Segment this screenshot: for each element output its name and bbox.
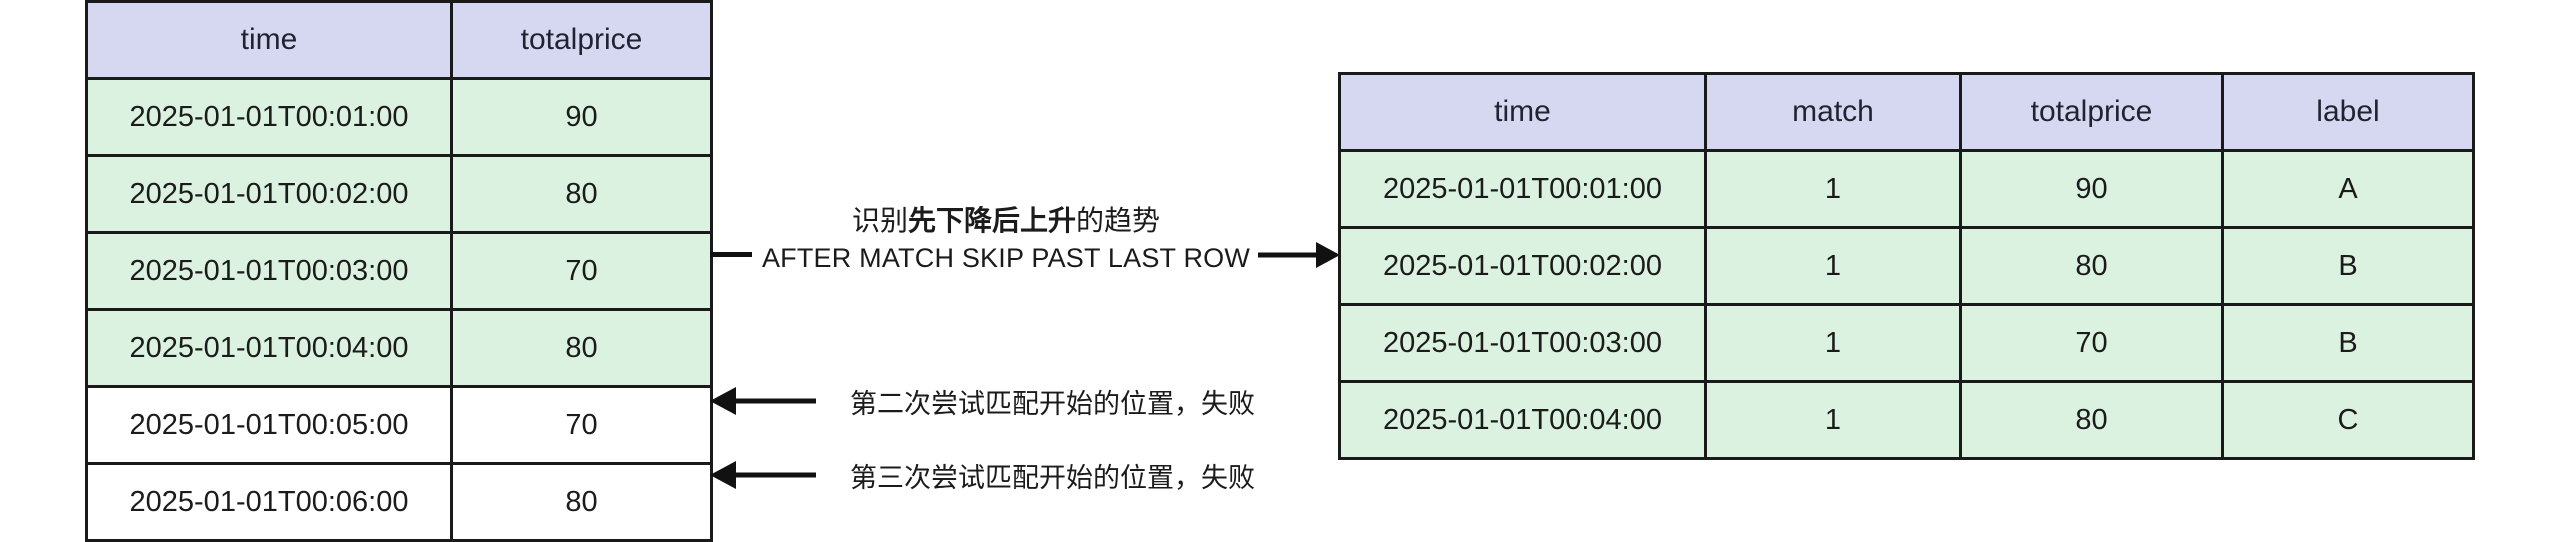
connector-stub bbox=[710, 252, 752, 257]
table-row: 2025-01-01T00:03:00 1 70 B bbox=[1338, 303, 2475, 383]
cell-totalprice: 80 bbox=[1959, 380, 2224, 460]
cell-time: 2025-01-01T00:05:00 bbox=[85, 385, 453, 465]
cell-time: 2025-01-01T00:01:00 bbox=[85, 77, 453, 157]
failed-attempt-note-2: 第二次尝试匹配开始的位置，失败 bbox=[710, 378, 1255, 424]
cell-label: B bbox=[2221, 303, 2475, 383]
column-header-time: time bbox=[85, 0, 453, 80]
table-header-row: time totalprice bbox=[85, 0, 713, 80]
note-label: 第二次尝试匹配开始的位置，失败 bbox=[850, 388, 1255, 419]
cell-time: 2025-01-01T00:02:00 bbox=[1338, 226, 1707, 306]
arrow-left-icon bbox=[710, 458, 816, 492]
cell-totalprice: 80 bbox=[1959, 226, 2224, 306]
cell-match: 1 bbox=[1704, 303, 1962, 383]
table-header-row: time match totalprice label bbox=[1338, 72, 2475, 152]
column-header-totalprice: totalprice bbox=[450, 0, 713, 80]
transform-label-en: AFTER MATCH SKIP PAST LAST ROW bbox=[761, 242, 1251, 273]
cell-time: 2025-01-01T00:02:00 bbox=[85, 154, 453, 234]
cell-match: 1 bbox=[1704, 149, 1962, 229]
cell-time: 2025-01-01T00:06:00 bbox=[85, 462, 453, 542]
table-row: 2025-01-01T00:06:00 80 bbox=[85, 462, 713, 542]
source-events-table: time totalprice 2025-01-01T00:01:00 90 2… bbox=[85, 0, 713, 542]
cell-totalprice: 80 bbox=[450, 154, 713, 234]
cell-totalprice: 90 bbox=[1959, 149, 2224, 229]
failed-attempt-note-3: 第三次尝试匹配开始的位置，失败 bbox=[710, 452, 1255, 498]
table-row: 2025-01-01T00:04:00 1 80 C bbox=[1338, 380, 2475, 460]
arrow-left-icon bbox=[710, 384, 816, 418]
cell-label: B bbox=[2221, 226, 2475, 306]
transform-label-group: 识别先下降后上升的趋势 AFTER MATCH SKIP PAST LAST R… bbox=[756, 202, 1256, 276]
column-header-match: match bbox=[1704, 72, 1962, 152]
table-row: 2025-01-01T00:04:00 80 bbox=[85, 308, 713, 388]
table-row: 2025-01-01T00:02:00 1 80 B bbox=[1338, 226, 2475, 306]
transform-cn-suffix: 的趋势 bbox=[1076, 205, 1161, 236]
cell-totalprice: 70 bbox=[1959, 303, 2224, 383]
cell-totalprice: 70 bbox=[450, 385, 713, 465]
cell-time: 2025-01-01T00:04:00 bbox=[1338, 380, 1707, 460]
column-header-time: time bbox=[1338, 72, 1707, 152]
cell-label: C bbox=[2221, 380, 2475, 460]
column-header-totalprice: totalprice bbox=[1959, 72, 2224, 152]
transform-label-cn: 识别先下降后上升的趋势 bbox=[756, 202, 1256, 240]
arrow-right-icon bbox=[1258, 238, 1340, 272]
cell-totalprice: 80 bbox=[450, 462, 713, 542]
table-row: 2025-01-01T00:01:00 90 bbox=[85, 77, 713, 157]
column-header-label: label bbox=[2221, 72, 2475, 152]
transform-annotation: 识别先下降后上升的趋势 AFTER MATCH SKIP PAST LAST R… bbox=[710, 205, 1340, 298]
cell-time: 2025-01-01T00:04:00 bbox=[85, 308, 453, 388]
cell-time: 2025-01-01T00:01:00 bbox=[1338, 149, 1707, 229]
note-label: 第三次尝试匹配开始的位置，失败 bbox=[850, 462, 1255, 493]
cell-time: 2025-01-01T00:03:00 bbox=[85, 231, 453, 311]
cell-totalprice: 80 bbox=[450, 308, 713, 388]
cell-match: 1 bbox=[1704, 380, 1962, 460]
transform-cn-prefix: 识别 bbox=[851, 205, 908, 236]
table-row: 2025-01-01T00:03:00 70 bbox=[85, 231, 713, 311]
match-result-table: time match totalprice label 2025-01-01T0… bbox=[1338, 72, 2475, 460]
table-row: 2025-01-01T00:01:00 1 90 A bbox=[1338, 149, 2475, 229]
cell-totalprice: 90 bbox=[450, 77, 713, 157]
table-row: 2025-01-01T00:02:00 80 bbox=[85, 154, 713, 234]
cell-time: 2025-01-01T00:03:00 bbox=[1338, 303, 1707, 383]
cell-label: A bbox=[2221, 149, 2475, 229]
transform-cn-bold: 先下降后上升 bbox=[907, 205, 1076, 236]
cell-totalprice: 70 bbox=[450, 231, 713, 311]
table-row: 2025-01-01T00:05:00 70 bbox=[85, 385, 713, 465]
cell-match: 1 bbox=[1704, 226, 1962, 306]
